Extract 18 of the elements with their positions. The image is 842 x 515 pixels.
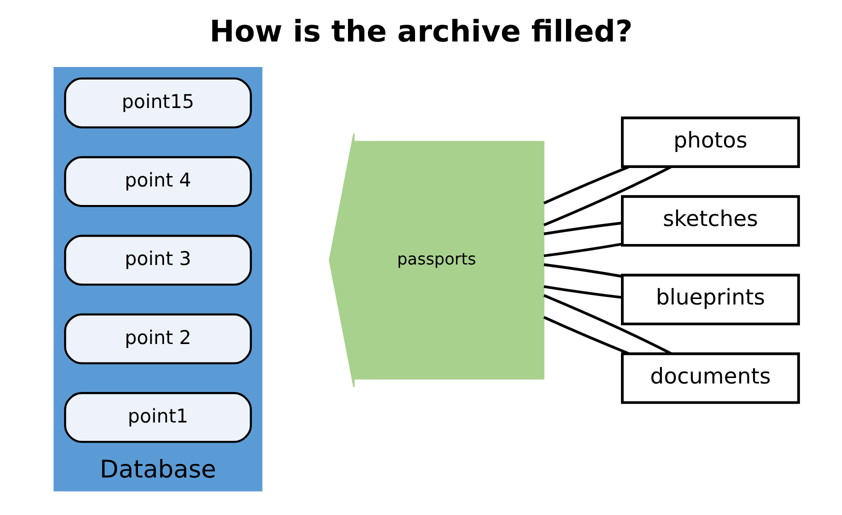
- node-box: sketches: [620, 195, 800, 247]
- connector: [543, 316, 630, 355]
- node-box: photos: [620, 116, 800, 168]
- connector: [544, 263, 622, 278]
- node-box: point1: [64, 392, 252, 443]
- connector: [543, 165, 630, 204]
- connector: [544, 242, 622, 258]
- node-box: blueprints: [620, 274, 800, 326]
- node-box: documents: [620, 352, 800, 404]
- node-box: point 3: [64, 234, 252, 286]
- node-box: point 2: [64, 313, 252, 364]
- connector: [544, 222, 622, 236]
- connector: [543, 166, 672, 226]
- diagram-title: How is the archive filled?: [210, 14, 633, 50]
- connector: [543, 294, 672, 355]
- node-box: point 4: [64, 156, 252, 207]
- connector: [544, 285, 622, 299]
- node-box: point15: [64, 78, 252, 128]
